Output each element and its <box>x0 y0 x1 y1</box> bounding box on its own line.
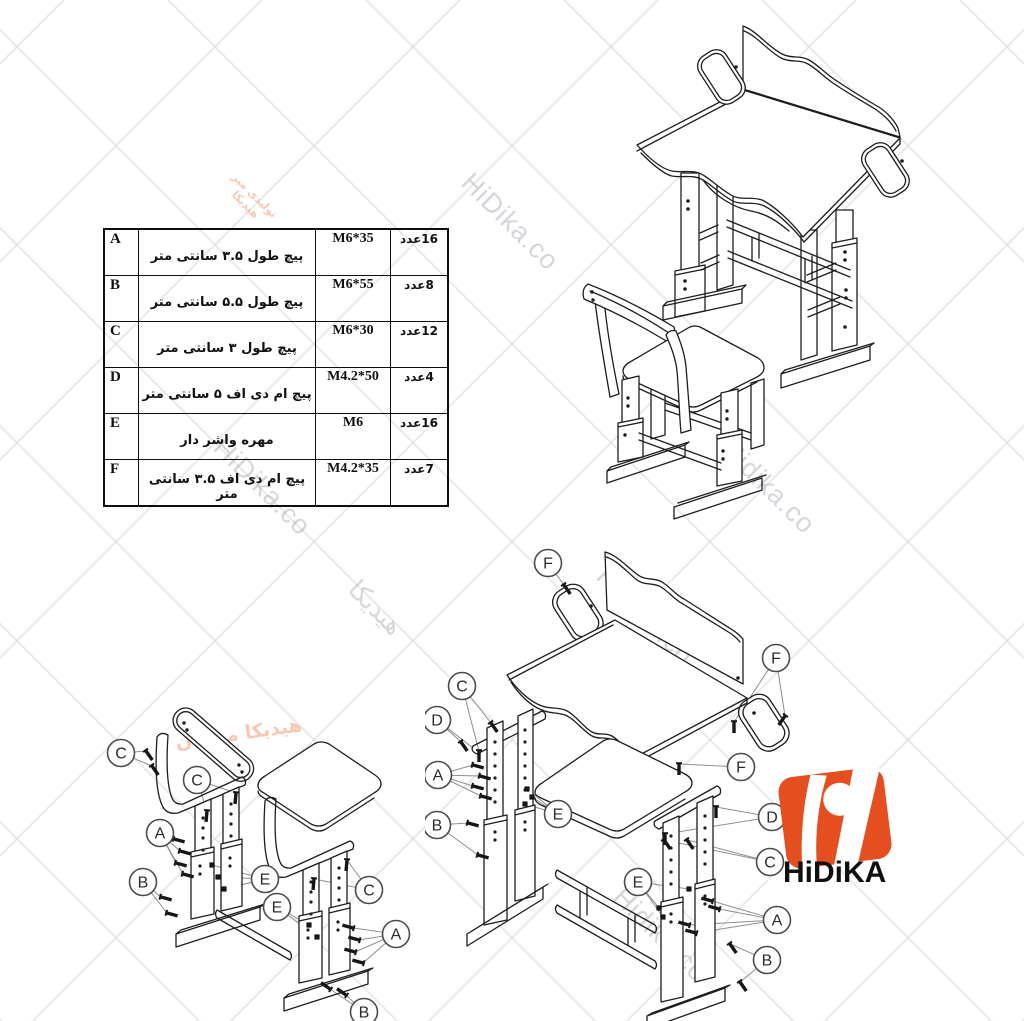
callout-A: A <box>425 760 453 790</box>
part-letter: E <box>103 413 139 460</box>
callout-E: E <box>262 892 292 922</box>
svg-text:A: A <box>155 826 166 843</box>
part-letter: F <box>103 459 139 507</box>
svg-text:A: A <box>772 913 783 930</box>
callout-C: C <box>182 765 212 795</box>
part-quantity: 16عدد <box>390 413 449 460</box>
table-row: E مهره واشر دار M6 16عدد <box>103 413 449 460</box>
assembled-desk-chair-drawing <box>582 25 910 520</box>
part-description: پیچ طول ۳.۵ سانتی متر <box>138 228 316 276</box>
part-size: M6*30 <box>315 321 391 368</box>
desk-leg-frame-right <box>646 785 731 1021</box>
footrest-ladder-part <box>554 869 658 970</box>
svg-text:F: F <box>736 760 746 777</box>
callout-C: C <box>106 738 136 768</box>
exploded-desk-diagram: F F F C D A E B D C E A B <box>425 548 792 1021</box>
svg-text:E: E <box>633 875 644 892</box>
callout-B: B <box>752 945 782 975</box>
callout-C: C <box>447 671 477 701</box>
table-row: F پیچ ام دی اف ۳.۵ سانتی متر M4.2*35 7عد… <box>103 459 449 507</box>
desk-top <box>636 89 901 243</box>
parts-table: A پیچ طول ۳.۵ سانتی متر M6*35 16عدد B پی… <box>103 228 449 507</box>
desk-back-panel-part <box>604 551 744 685</box>
callout-C: C <box>755 847 785 877</box>
part-size: M4.2*35 <box>315 459 391 507</box>
part-quantity: 12عدد <box>390 321 449 368</box>
table-row: A پیچ طول ۳.۵ سانتی متر M6*35 16عدد <box>103 228 449 276</box>
svg-text:B: B <box>138 875 149 892</box>
desk-legs <box>662 164 875 389</box>
callout-D: D <box>425 705 452 735</box>
desk-back-panel <box>742 25 901 138</box>
part-size: M6*35 <box>315 228 391 276</box>
table-row: B پیچ طول ۵.۵ سانتی متر M6*55 8عدد <box>103 275 449 322</box>
table-row: C پیچ طول ۳ سانتی متر M6*30 12عدد <box>103 321 449 368</box>
callout-B: B <box>349 997 379 1021</box>
svg-text:E: E <box>260 872 271 889</box>
svg-text:B: B <box>432 818 443 835</box>
callout-A: A <box>381 919 411 949</box>
desk-under-shelf-part <box>534 738 693 839</box>
svg-text:C: C <box>456 679 468 696</box>
callout-E: E <box>543 799 573 829</box>
callout-A: A <box>145 818 175 848</box>
table-row: D پیچ ام دی اف ۵ سانتی متر M4.2*50 4عدد <box>103 367 449 414</box>
brand-logo-text: HiDiKA <box>783 856 887 889</box>
part-size: M6 <box>315 413 391 460</box>
svg-text:D: D <box>431 713 443 730</box>
callout-F: F <box>533 548 563 578</box>
svg-text:F: F <box>543 556 553 573</box>
callout-E: E <box>623 867 653 897</box>
svg-text:A: A <box>391 927 402 944</box>
callout-B: B <box>128 867 158 897</box>
part-description: پیچ ام دی اف ۳.۵ سانتی متر <box>138 459 316 507</box>
svg-text:E: E <box>553 807 564 824</box>
part-quantity: 16عدد <box>390 228 449 276</box>
part-quantity: 8عدد <box>390 275 449 322</box>
svg-text:B: B <box>762 953 773 970</box>
svg-text:C: C <box>363 883 375 900</box>
svg-text:D: D <box>766 810 778 827</box>
svg-text:B: B <box>359 1005 370 1021</box>
part-size: M6*55 <box>315 275 391 322</box>
svg-text:C: C <box>191 773 203 790</box>
part-description: پیچ طول ۵.۵ سانتی متر <box>138 275 316 322</box>
chair-drawing <box>582 283 767 520</box>
chair-stretcher-bar <box>214 909 293 961</box>
callout-C: C <box>354 875 384 905</box>
svg-text:C: C <box>764 855 776 872</box>
callout-F: F <box>761 643 791 673</box>
desk-side-wing-right-part <box>737 693 790 752</box>
callout-A: A <box>762 905 792 935</box>
chair-backrest-panel <box>172 707 255 782</box>
svg-text:C: C <box>115 746 127 763</box>
part-quantity: 7عدد <box>390 459 449 507</box>
part-letter: A <box>103 228 139 276</box>
part-letter: C <box>103 321 139 368</box>
part-letter: D <box>103 367 139 414</box>
watermark-fa-name: هیدیکا <box>341 574 409 642</box>
exploded-chair-diagram: C C A B E C E A B <box>106 707 411 1021</box>
watermark-site: HiDika.co <box>455 167 565 277</box>
svg-text:A: A <box>433 768 444 785</box>
brand-logo: HiDiKA <box>750 759 902 896</box>
svg-text:E: E <box>272 900 283 917</box>
chair-seat-panel <box>257 741 382 832</box>
brand-logo-mark <box>778 759 892 873</box>
part-description: مهره واشر دار <box>138 413 316 460</box>
desk-side-wing-right <box>860 142 910 198</box>
part-description: پیچ ام دی اف ۵ سانتی متر <box>138 367 316 414</box>
part-description: پیچ طول ۳ سانتی متر <box>138 321 316 368</box>
callout-B: B <box>425 810 452 840</box>
svg-text:F: F <box>771 651 781 668</box>
part-quantity: 4عدد <box>390 367 449 414</box>
part-size: M4.2*50 <box>315 367 391 414</box>
callout-F: F <box>726 752 756 782</box>
callout-E: E <box>250 864 280 894</box>
desk-leg-frame-left <box>466 708 549 947</box>
part-letter: B <box>103 275 139 322</box>
